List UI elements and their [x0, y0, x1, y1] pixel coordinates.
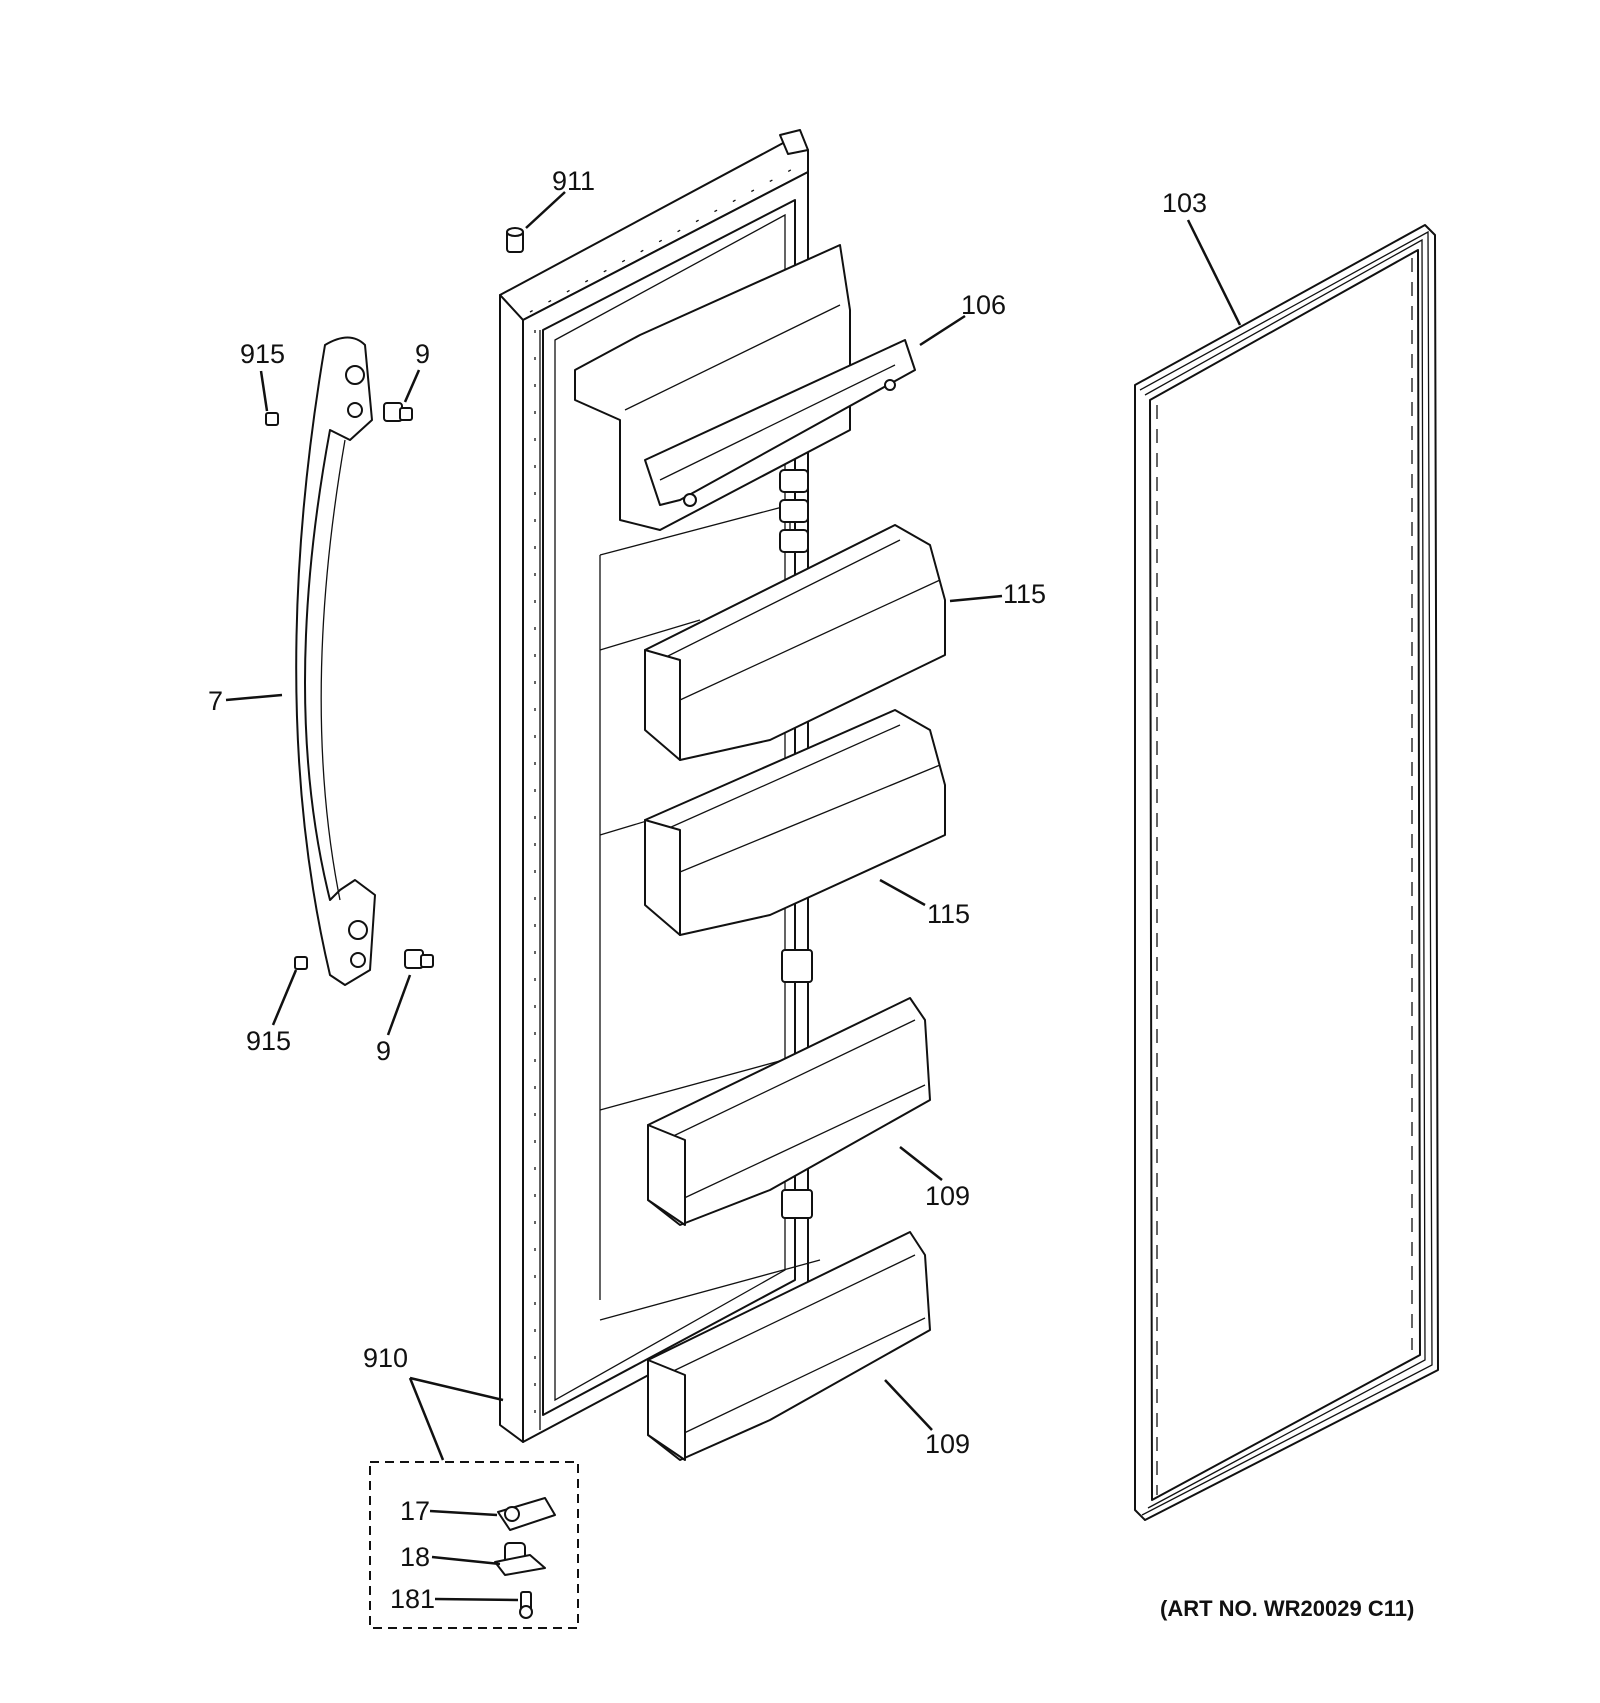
callout-17: 17	[400, 1496, 430, 1526]
callout-910: 910	[363, 1343, 408, 1373]
hinge-pin-18	[494, 1542, 546, 1576]
callout-18: 18	[400, 1542, 430, 1572]
set-screw-915-top	[265, 412, 279, 426]
door-bin-115-upper	[644, 524, 946, 761]
callout-181: 181	[390, 1584, 435, 1614]
door-bin-109-lower	[647, 1231, 931, 1461]
callout-103: 103	[1162, 188, 1207, 218]
door-bin-109-upper	[647, 997, 931, 1226]
hinge-kit-box	[369, 1461, 579, 1629]
hinge-17	[497, 1497, 556, 1531]
callout-915-bottom: 915	[246, 1026, 291, 1056]
handle-stud-9-bottom	[404, 949, 434, 969]
cap-911	[506, 227, 524, 253]
callout-911: 911	[552, 166, 595, 196]
callout-915-top: 915	[240, 339, 285, 369]
door-gasket-103	[1134, 224, 1439, 1521]
callout-7: 7	[208, 686, 223, 716]
callout-9-top: 9	[415, 339, 430, 369]
dairy-compartment-106	[574, 244, 916, 531]
callout-9-bottom: 9	[376, 1036, 391, 1066]
set-screw-915-bottom	[294, 956, 308, 970]
door-handle-7	[295, 336, 376, 986]
callout-115-top: 115	[1003, 579, 1046, 609]
door-bin-115-lower	[644, 709, 946, 936]
screw-181	[519, 1591, 533, 1619]
callout-115-bottom: 115	[927, 899, 970, 929]
callout-106: 106	[961, 290, 1006, 320]
callout-109-top: 109	[925, 1181, 970, 1211]
handle-stud-9-top	[383, 402, 413, 422]
art-number: (ART NO. WR20029 C11)	[1160, 1596, 1414, 1621]
callout-109-bottom: 109	[925, 1429, 970, 1459]
